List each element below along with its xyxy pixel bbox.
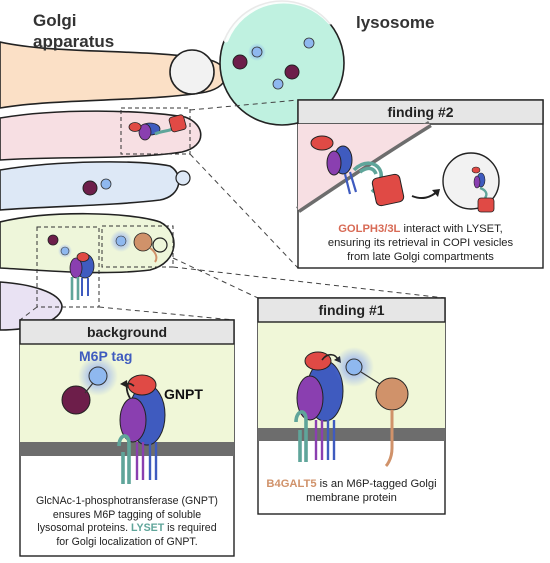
cargo-protein [61,385,91,415]
background-caption-text3b: is required [164,522,217,534]
m6p-tag [303,37,315,49]
golgi-label: Golgi apparatus [33,10,114,52]
gnpt-label: GNPT [164,386,203,402]
golph3-protein [371,173,405,207]
finding2-caption-line2: ensuring its retrieval in COPI vesicles [327,237,514,249]
lysosome [219,0,345,126]
golgi-membrane [296,121,432,213]
zoom-connectors [19,99,446,321]
cargo-protein [82,180,98,196]
gnpt-lyset-complex-small [128,114,187,141]
m6p-tag [100,178,112,190]
golgi-membrane [20,442,234,456]
golgi-vesicle-small [169,49,215,95]
golgi-cisternae [0,41,227,331]
b4galt5-protein [375,377,409,411]
background-caption-line4: for Golgi localization of GNPT. [56,535,198,548]
lyset-protein [294,410,308,462]
gnpt-subunit-beta [119,397,147,443]
golph3-highlight: GOLPH3/3L [338,223,401,235]
lyset-highlight: LYSET [131,522,165,534]
golgi-membrane [258,428,445,441]
background-caption-line3: lysosomal proteins. LYSET is required [22,522,232,536]
m6p-tag [345,358,363,376]
m6p-tag [272,78,284,90]
lyset-protein [117,434,131,484]
golgi-label-line1: Golgi [33,11,77,30]
finding1-caption-line1: B4GALT5 is an M6P-tagged Golgi [260,477,443,491]
background-caption-line1: GlcNAc-1-phosphotransferase (GNPT) [36,495,218,507]
finding1-caption-line2: membrane protein [306,492,397,504]
finding1-caption: B4GALT5 is an M6P-tagged Golgi membrane … [260,477,443,505]
background-caption: GlcNAc-1-phosphotransferase (GNPT) ensur… [22,495,232,549]
finding2-title: finding #2 [387,104,454,120]
m6p-tag [88,366,108,386]
cargo-protein [232,54,248,70]
golgi-cisterna-5 [0,281,63,331]
finding1-caption-text1: is an M6P-tagged Golgi [316,478,437,490]
panel-finding2 [296,99,544,269]
panel-header [297,99,544,125]
gnpt-complex-small [47,234,95,300]
zoom-box-finding2 [120,107,191,155]
lysosome-label: lysosome [356,13,435,32]
m6p-tag [251,46,263,58]
finding2-caption: GOLPH3/3L interact with LYSET, ensuring … [300,222,541,264]
panel-background [19,319,235,557]
background-caption-text3a: lysosomal proteins. [37,522,132,534]
finding2-caption-text1: interact with LYSET, [400,223,503,235]
finding2-caption-line3: from late Golgi compartments [347,251,494,263]
panel-finding1 [257,297,446,515]
golgi-vesicle-blue [175,170,191,186]
finding2-caption-line1: GOLPH3/3L interact with LYSET, [300,222,541,236]
b4galt5-small [110,230,158,263]
copi-vesicle [442,152,500,210]
cargo-protein [284,64,300,80]
gnpt-catalytic-domain [310,135,334,151]
lysosome-membrane-highlight [223,0,333,43]
golgi-label-line2: apparatus [33,32,115,51]
zoom-box-finding1 [101,225,174,268]
background-title: background [86,324,168,340]
golgi-vesicle-green [152,237,168,253]
finding1-title: finding #1 [318,302,385,318]
panel-header [257,297,446,323]
m6p-tag-label: M6P tag [79,348,133,364]
b4galt5-highlight: B4GALT5 [266,478,317,490]
zoom-box-background [36,226,100,308]
panel-header [19,319,235,345]
gnpt-subunit-beta [326,150,342,176]
background-caption-line2: ensures M6P tagging of soluble [52,508,202,521]
